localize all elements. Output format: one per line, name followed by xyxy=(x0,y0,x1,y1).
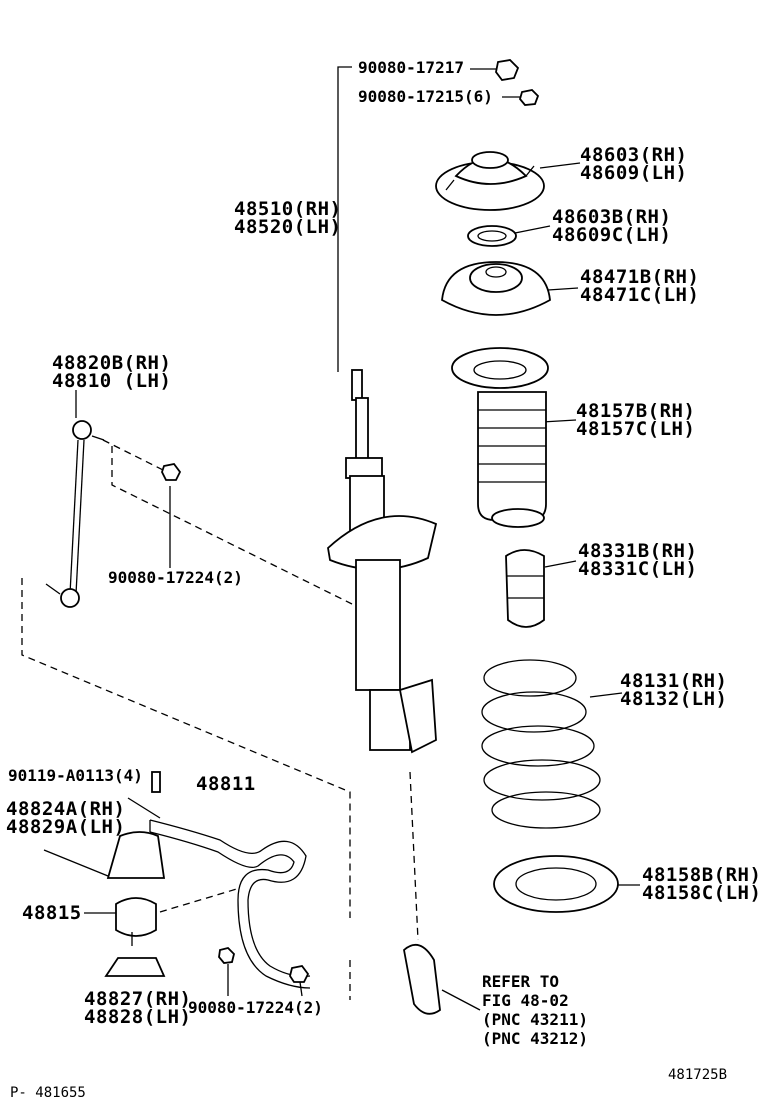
label-bearing-rh: 48603B(RH) xyxy=(552,206,672,228)
label-link-nut: 90080-17224(2) xyxy=(108,568,243,587)
label-lower-insulator-lh: 48158C(LH) xyxy=(642,882,760,904)
bushing-shape xyxy=(115,897,157,937)
stabilizer-bar-shape xyxy=(149,819,311,977)
label-refer-line1: REFER TO xyxy=(482,972,560,991)
boot-shape xyxy=(451,347,549,389)
label-lower-insulator-rh: 48158B(RH) xyxy=(642,864,760,886)
label-bearing-lh: 48609C(LH) xyxy=(552,224,672,246)
label-strut-rh: 48510(RH) xyxy=(234,198,342,220)
page-code: P- 481655 xyxy=(10,1085,86,1101)
lower-insulator-shape xyxy=(493,855,619,913)
bracket-lower-shape xyxy=(104,957,166,977)
label-bolt: 90119-A0113(4) xyxy=(8,766,143,785)
coil-spring-shape xyxy=(481,659,601,829)
strut-leader-line xyxy=(337,66,352,372)
label-bracket-lh: 48829A(LH) xyxy=(6,816,126,838)
nut-17217-shape xyxy=(495,59,520,81)
label-upper-seat-lh: 48471C(LH) xyxy=(580,284,700,306)
label-refer-line4: (PNC 43212) xyxy=(482,1029,588,1048)
label-refer-line3: (PNC 43211) xyxy=(482,1010,588,1029)
label-lower-bracket-lh: 48828(LH) xyxy=(84,1006,192,1028)
figure-code: 481725B xyxy=(668,1067,728,1083)
label-nut-17215: 90080-17215(6) xyxy=(358,87,493,106)
stabilizer-link-shape xyxy=(45,420,105,608)
label-boot-lh: 48157C(LH) xyxy=(576,418,696,440)
bearing-shape xyxy=(467,225,517,247)
label-support-lh: 48609(LH) xyxy=(580,162,688,184)
label-link-rh: 48820B(RH) xyxy=(52,352,172,374)
label-nut-17217: 90080-17217 xyxy=(358,58,464,77)
label-strut-lh: 48520(LH) xyxy=(234,216,342,238)
label-bushing: 48815 xyxy=(22,902,82,924)
label-refer-line2: FIG 48-02 xyxy=(482,991,569,1010)
strut-shape xyxy=(327,369,438,754)
label-stabilizer-bar: 48811 xyxy=(196,773,256,795)
bump-stopper-shape xyxy=(505,549,545,628)
label-link-lh: 48810 (LH) xyxy=(52,370,172,392)
label-lower-bracket-rh: 48827(RH) xyxy=(84,988,192,1010)
label-support-rh: 48603(RH) xyxy=(580,144,688,166)
label-boot-rh: 48157B(RH) xyxy=(576,400,696,422)
bracket-upper-shape xyxy=(106,831,166,879)
label-bumper-rh: 48331B(RH) xyxy=(578,540,698,562)
knuckle-shape xyxy=(403,943,441,1015)
label-upper-seat-rh: 48471B(RH) xyxy=(580,266,700,288)
label-spring-rh: 48131(RH) xyxy=(620,670,728,692)
label-bumper-lh: 48331C(LH) xyxy=(578,558,698,580)
label-bracket-rh: 48824A(RH) xyxy=(6,798,126,820)
dash-link-upper xyxy=(111,446,353,605)
label-spring-lh: 48132(LH) xyxy=(620,688,728,710)
label-bar-nut: 90080-17224(2) xyxy=(188,998,323,1017)
